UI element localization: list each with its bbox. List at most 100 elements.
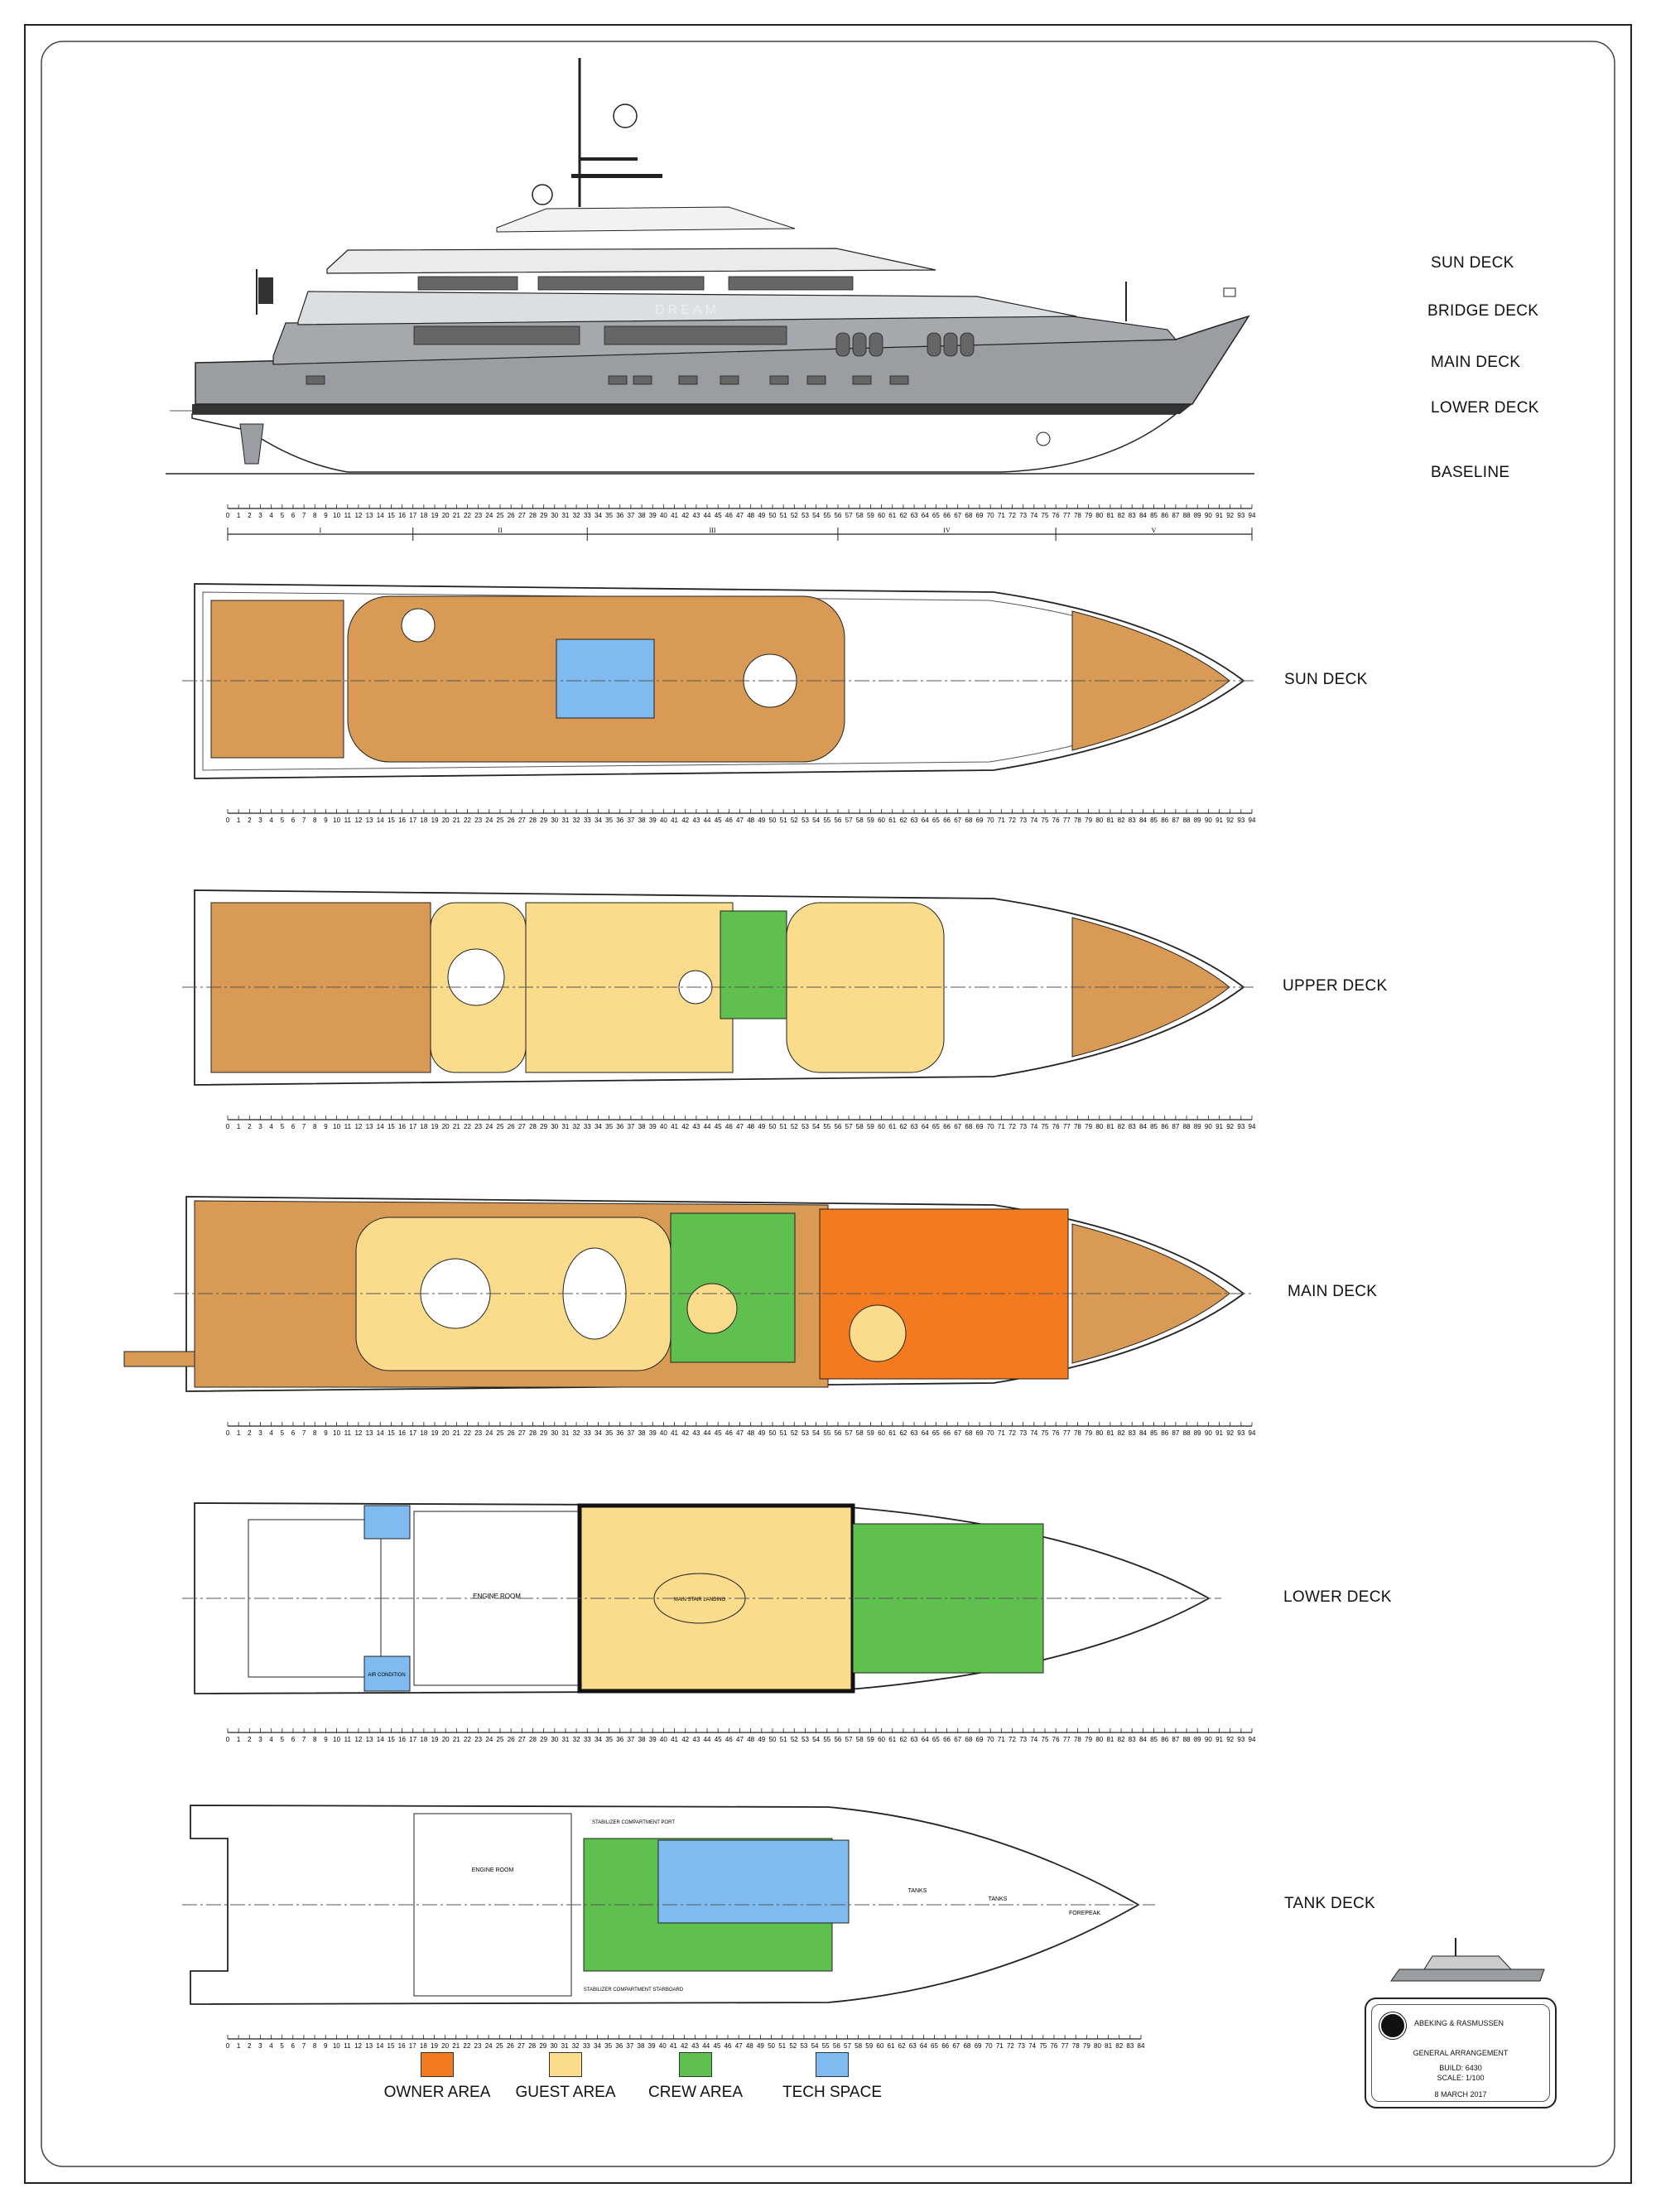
- scale-number: 16: [398, 1123, 406, 1130]
- legend-label-crew: CREW AREA: [647, 2084, 744, 2101]
- scale-number: 46: [725, 817, 733, 824]
- scale-number: 56: [834, 1123, 841, 1130]
- scale-number: 1: [237, 817, 241, 824]
- scale-number: 15: [388, 1429, 395, 1437]
- scale-number: 7: [302, 2042, 306, 2050]
- scale-number: 87: [1172, 512, 1179, 519]
- scale-number: 75: [1042, 1736, 1049, 1743]
- lower-deck-tech-1: [363, 1505, 411, 1540]
- profile-label-lower-deck: LOWER DECK: [1431, 399, 1539, 417]
- scale-number: 77: [1063, 1736, 1071, 1743]
- scale-number: 38: [638, 1429, 646, 1437]
- scale-number: 26: [508, 1736, 515, 1743]
- scale-number: 24: [485, 1736, 493, 1743]
- scale-number: 65: [932, 1123, 940, 1130]
- scale-number: 77: [1063, 1123, 1071, 1130]
- scale-number: 10: [333, 512, 340, 519]
- scale-number: 62: [899, 1123, 907, 1130]
- scale-number: 67: [952, 2042, 960, 2050]
- scale-number: 0: [226, 1736, 230, 1743]
- scale-number: 70: [987, 1123, 994, 1130]
- scale-number: 55: [823, 817, 830, 824]
- scale-number: 25: [497, 1736, 504, 1743]
- scale-number: 45: [715, 512, 722, 519]
- scale-number: 57: [844, 2042, 851, 2050]
- scale-number: 55: [823, 1123, 830, 1130]
- scale-number: 57: [845, 1736, 853, 1743]
- scale-number: 93: [1237, 1736, 1244, 1743]
- scale-number: 49: [758, 1736, 765, 1743]
- scale-number: 52: [791, 512, 798, 519]
- scale-number: 36: [615, 2042, 623, 2050]
- scale-number: 47: [736, 1736, 744, 1743]
- scale-number: 23: [474, 1429, 482, 1437]
- scale-number: 46: [725, 1123, 733, 1130]
- main-deck-swim-platform: [123, 1351, 200, 1367]
- scale-number: 33: [584, 512, 591, 519]
- title-block-date: 8 MARCH 2017: [1434, 2090, 1487, 2099]
- scale-number: 61: [888, 2042, 895, 2050]
- plan-label-lower-deck: LOWER DECK: [1283, 1588, 1392, 1606]
- scale-number: 93: [1237, 1123, 1244, 1130]
- scale-number: 87: [1172, 1123, 1179, 1130]
- scale-number: 56: [834, 1736, 841, 1743]
- scale-number: 41: [671, 1123, 678, 1130]
- stern-flag: [258, 277, 273, 304]
- hull-windows: [306, 276, 975, 385]
- inner-frame: [41, 41, 1615, 2167]
- scale-number: 71: [998, 512, 1005, 519]
- scale-number: 42: [681, 2042, 688, 2050]
- profile-label-bridge-deck: BRIDGE DECK: [1427, 302, 1539, 320]
- scale-number: 49: [758, 1123, 765, 1130]
- scale-number: 31: [561, 1736, 569, 1743]
- scale-number: 10: [333, 1429, 340, 1437]
- scale-number: 72: [1009, 817, 1016, 824]
- bow-flag: [1223, 287, 1236, 297]
- scale-number: 92: [1226, 1123, 1234, 1130]
- scale-number: 34: [595, 817, 602, 824]
- scale-number: 77: [1063, 1429, 1071, 1437]
- scale-number: 90: [1205, 512, 1212, 519]
- scale-number: 80: [1094, 2042, 1101, 2050]
- scale-number: 1: [237, 1736, 241, 1743]
- title-block: ABEKING & RASMUSSEN GENERAL ARRANGEMENT …: [1365, 1998, 1557, 2108]
- scale-number: 21: [453, 1736, 460, 1743]
- upper-deck-plan: [182, 889, 1254, 1086]
- scale-number: 81: [1106, 1123, 1114, 1130]
- scale-number: 21: [452, 2042, 460, 2050]
- scale-number: 8: [313, 512, 317, 519]
- scale-number: 37: [627, 1429, 634, 1437]
- scale-number: 11: [344, 1429, 352, 1437]
- scale-number: 56: [834, 512, 841, 519]
- scale-number: 83: [1126, 2042, 1134, 2050]
- scale-number: 63: [911, 512, 918, 519]
- scale-number: 79: [1085, 817, 1092, 824]
- scale-number: 40: [660, 1736, 667, 1743]
- scale-number: 51: [780, 1429, 787, 1437]
- tank-deck-stabilizer-stbd: STABILIZER COMPARTMENT STARBOARD: [584, 1988, 684, 1993]
- scale-number: 36: [616, 817, 623, 824]
- scale-number: 67: [954, 1736, 961, 1743]
- scale-number: 49: [758, 1429, 765, 1437]
- scale-number: 40: [660, 1123, 667, 1130]
- scale-number: 37: [627, 817, 634, 824]
- scale-number: 22: [464, 1429, 471, 1437]
- scale-number: 6: [291, 1736, 296, 1743]
- tank-deck-forepeak-label: FOREPEAK: [1069, 1911, 1100, 1916]
- scale-number: 23: [474, 817, 482, 824]
- scale-number: 63: [911, 1429, 918, 1437]
- side-profile: DREAM: [166, 58, 1254, 475]
- scale-number: 38: [638, 817, 646, 824]
- scale-number: 89: [1194, 512, 1201, 519]
- scale-number: 36: [616, 1123, 623, 1130]
- scale-number: 83: [1129, 1736, 1136, 1743]
- scale-number: 52: [791, 1736, 798, 1743]
- scale-number: 18: [420, 1429, 427, 1437]
- legend-label-tech: TECH SPACE: [782, 2084, 882, 2101]
- scale-number: 50: [768, 2042, 775, 2050]
- scale-number: 68: [965, 1429, 972, 1437]
- scale-number: 41: [670, 2042, 677, 2050]
